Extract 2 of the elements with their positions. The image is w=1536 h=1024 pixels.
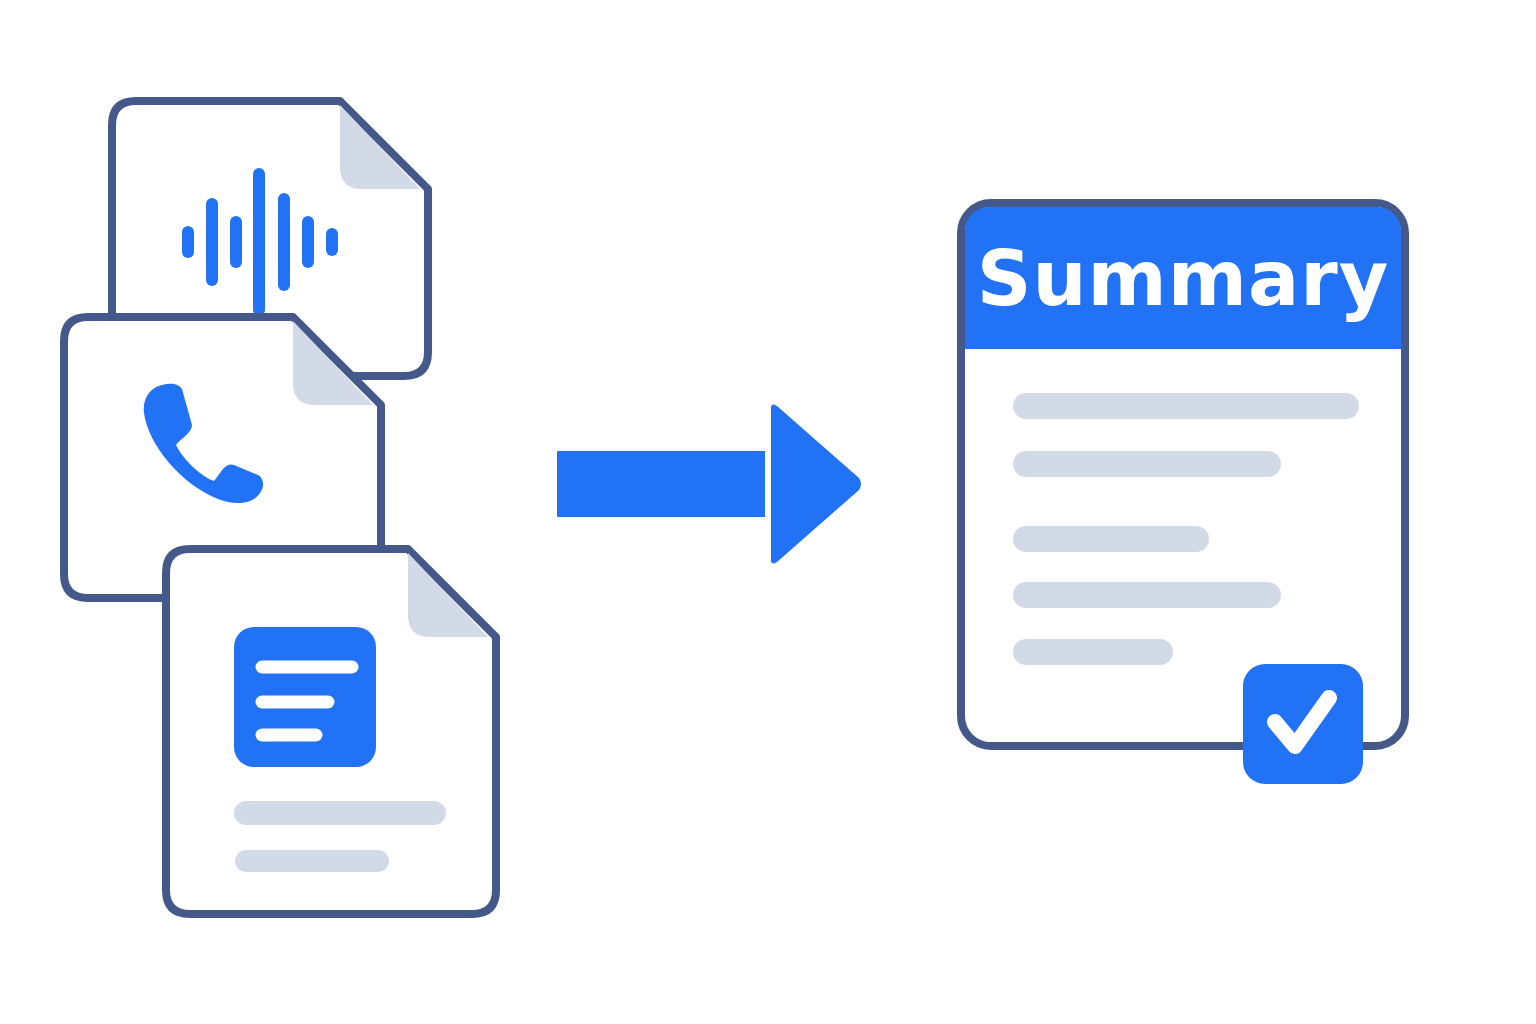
text-document-drawing: [162, 545, 500, 918]
card-title: Summary: [976, 233, 1390, 323]
